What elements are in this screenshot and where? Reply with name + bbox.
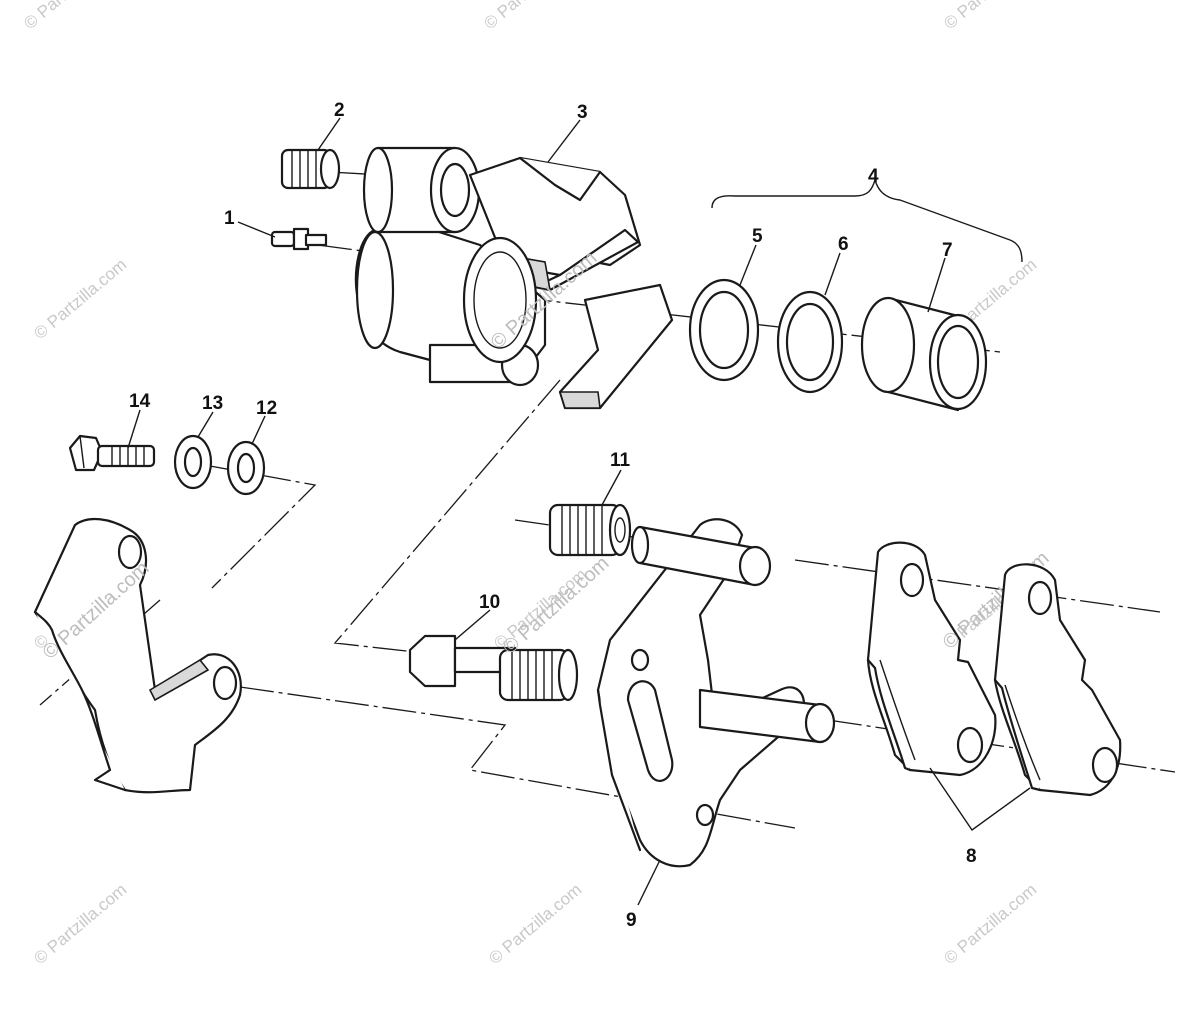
callout-9: 9 <box>626 910 637 931</box>
threaded-bushing <box>280 148 341 190</box>
callout-7: 7 <box>942 240 953 261</box>
watermark: © Partzilla.com <box>940 880 1040 968</box>
callout-10: 10 <box>479 592 500 613</box>
mounting-bracket: © Partzilla.com <box>33 517 242 794</box>
lock-washer <box>173 434 213 490</box>
watermark: © Partzilla.com <box>499 552 614 659</box>
leader-lines <box>127 117 1031 906</box>
watermark: © Partzilla.com <box>480 0 580 33</box>
callout-5: 5 <box>752 226 763 247</box>
callouts: 1 2 3 4 5 6 7 8 9 10 11 12 13 14 <box>129 100 977 931</box>
watermark: © Partzilla.com <box>30 880 130 968</box>
slide-pin-upper-bushing <box>548 503 632 557</box>
bolt <box>68 434 156 472</box>
group-bracket <box>711 177 1023 263</box>
watermarks: © Partzilla.com © Partzilla.com © Partzi… <box>20 0 1040 968</box>
callout-12: 12 <box>256 398 277 419</box>
dust-seal <box>776 290 844 394</box>
callout-4: 4 <box>868 166 879 187</box>
watermark: © Partzilla.com <box>940 0 1040 33</box>
callout-3: 3 <box>577 102 588 123</box>
slide-pin-lower <box>408 634 579 702</box>
piston <box>860 296 988 412</box>
callout-6: 6 <box>838 234 849 255</box>
callout-1: 1 <box>224 208 235 229</box>
callout-8: 8 <box>966 846 977 867</box>
caliper-housing: © Partzilla.com <box>270 146 674 410</box>
callout-2: 2 <box>334 100 345 121</box>
caliper-bracket: © Partzilla.com <box>499 518 836 868</box>
callout-14: 14 <box>129 391 151 412</box>
bleeder-screw <box>270 227 328 251</box>
flat-washer <box>226 440 266 496</box>
callout-11: 11 <box>610 450 631 471</box>
watermark: © Partzilla.com <box>485 880 585 968</box>
watermark: © Partzilla.com <box>30 255 130 343</box>
callout-13: 13 <box>202 393 223 414</box>
watermark: © Partzilla.com <box>20 0 120 33</box>
brake-pad-outer <box>993 563 1122 797</box>
piston-seal <box>688 278 760 382</box>
